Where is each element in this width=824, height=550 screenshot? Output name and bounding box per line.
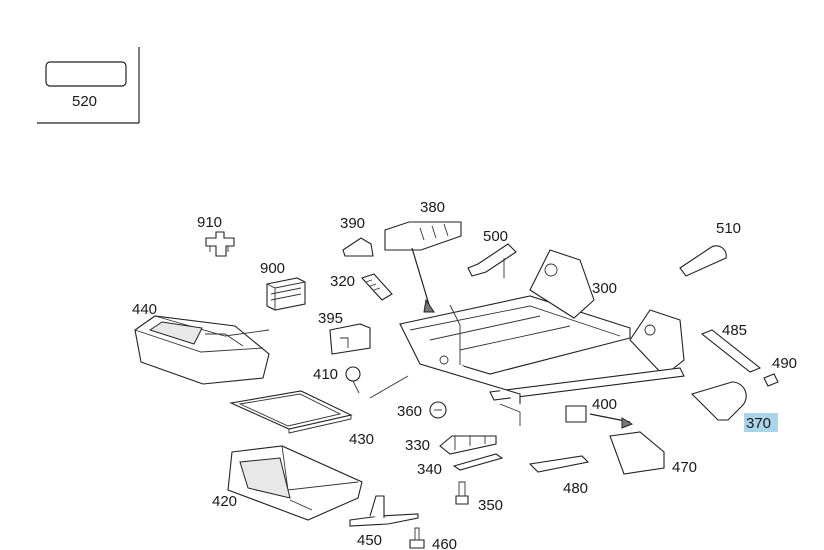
part-900[interactable] — [266, 277, 306, 311]
legend-label: 520 — [72, 93, 97, 110]
part-300-seat-frame[interactable] — [398, 249, 685, 426]
part-420[interactable] — [227, 445, 363, 521]
label-500: 500 — [483, 228, 508, 245]
part-330[interactable] — [439, 435, 497, 455]
label-390: 390 — [340, 215, 365, 232]
legend-symbol — [45, 61, 127, 87]
part-360[interactable] — [429, 401, 447, 419]
part-370[interactable] — [690, 381, 747, 421]
label-480: 480 — [563, 480, 588, 497]
part-490[interactable] — [763, 373, 779, 387]
part-470[interactable] — [609, 431, 665, 475]
label-300: 300 — [592, 280, 617, 297]
part-380[interactable] — [384, 221, 462, 313]
label-450: 450 — [357, 532, 382, 549]
label-370-highlight — [744, 413, 778, 432]
part-340[interactable] — [452, 453, 504, 471]
label-900: 900 — [260, 260, 285, 277]
label-360: 360 — [397, 403, 422, 420]
part-430[interactable] — [229, 390, 353, 434]
label-340: 340 — [417, 461, 442, 478]
part-460[interactable] — [409, 527, 425, 549]
part-485[interactable] — [700, 329, 762, 373]
part-440[interactable] — [134, 315, 270, 385]
label-490: 490 — [772, 355, 797, 372]
part-450[interactable] — [349, 495, 419, 527]
label-320: 320 — [330, 273, 355, 290]
label-470: 470 — [672, 459, 697, 476]
label-350: 350 — [478, 497, 503, 514]
part-410[interactable] — [345, 366, 409, 399]
label-430: 430 — [349, 431, 374, 448]
label-485: 485 — [722, 322, 747, 339]
part-480[interactable] — [528, 455, 590, 473]
part-320[interactable] — [361, 273, 393, 301]
part-910[interactable] — [205, 231, 235, 257]
label-380: 380 — [420, 199, 445, 216]
part-400[interactable] — [565, 405, 634, 429]
label-440: 440 — [132, 301, 157, 318]
part-350[interactable] — [455, 481, 469, 505]
label-400: 400 — [592, 396, 617, 413]
part-390[interactable] — [342, 237, 374, 257]
part-395[interactable] — [329, 323, 371, 355]
label-510: 510 — [716, 220, 741, 237]
label-420: 420 — [212, 493, 237, 510]
part-510[interactable] — [679, 245, 727, 277]
legend-box: 520 — [37, 47, 140, 124]
label-330: 330 — [405, 437, 430, 454]
part-500[interactable] — [467, 243, 517, 278]
label-370: 370 — [746, 415, 771, 432]
label-395: 395 — [318, 310, 343, 327]
label-910: 910 — [197, 214, 222, 231]
label-460: 460 — [432, 536, 457, 550]
label-410: 410 — [313, 366, 338, 383]
